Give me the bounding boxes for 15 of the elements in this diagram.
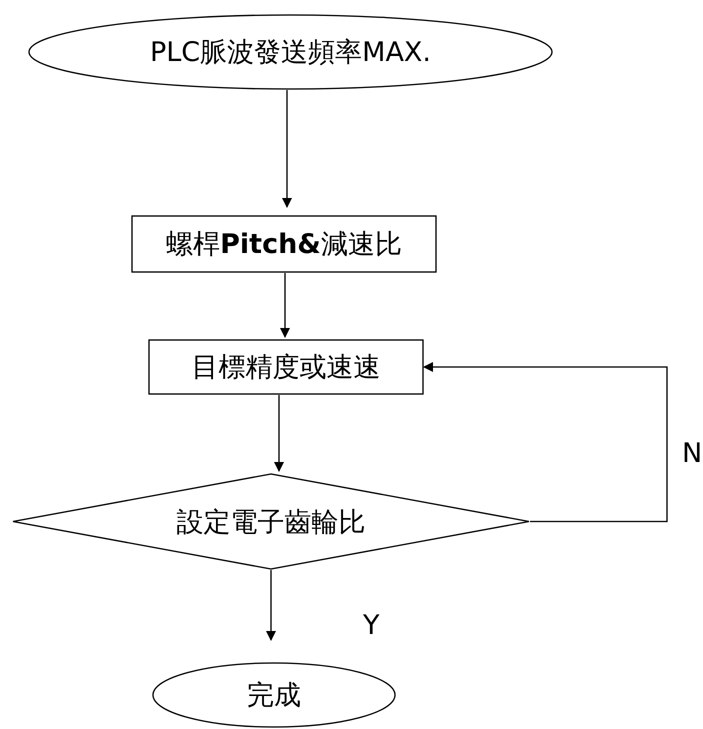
- terminal-ellipse: [28, 14, 553, 90]
- arrow: [423, 362, 668, 522]
- decision-diamond: [12, 473, 530, 570]
- arrow: [282, 90, 292, 208]
- node-text: 完成: [247, 679, 301, 713]
- arrow: [280, 273, 290, 338]
- node-text: PLC脈波發送頻率MAX.: [150, 36, 432, 70]
- node-text: 螺桿Pitch&減速比: [166, 228, 402, 262]
- process-box: [131, 215, 437, 273]
- arrow: [274, 395, 284, 472]
- terminal-ellipse: [152, 662, 396, 728]
- node-text: 目標精度或速速: [192, 351, 380, 385]
- node-text: 設定電子齒輪比: [176, 506, 366, 540]
- arrow: [266, 570, 276, 641]
- process-box: [148, 339, 424, 395]
